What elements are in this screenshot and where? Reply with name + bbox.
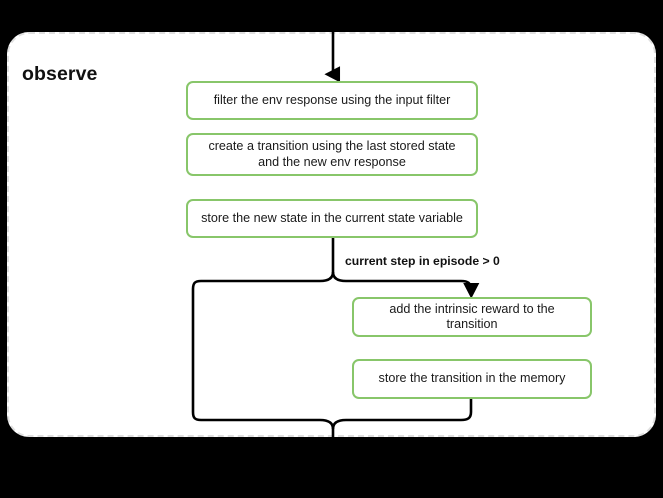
node-add-intrinsic-reward[interactable]: add the intrinsic reward to the transiti… bbox=[352, 297, 592, 337]
node-store-new-state[interactable]: store the new state in the current state… bbox=[186, 199, 478, 238]
node-filter-env-response[interactable]: filter the env response using the input … bbox=[186, 81, 478, 120]
edge-label-branch-condition: current step in episode > 0 bbox=[345, 254, 500, 268]
node-store-transition-memory[interactable]: store the transition in the memory bbox=[352, 359, 592, 399]
node-create-transition[interactable]: create a transition using the last store… bbox=[186, 133, 478, 176]
group-title-observe: observe bbox=[22, 63, 98, 85]
